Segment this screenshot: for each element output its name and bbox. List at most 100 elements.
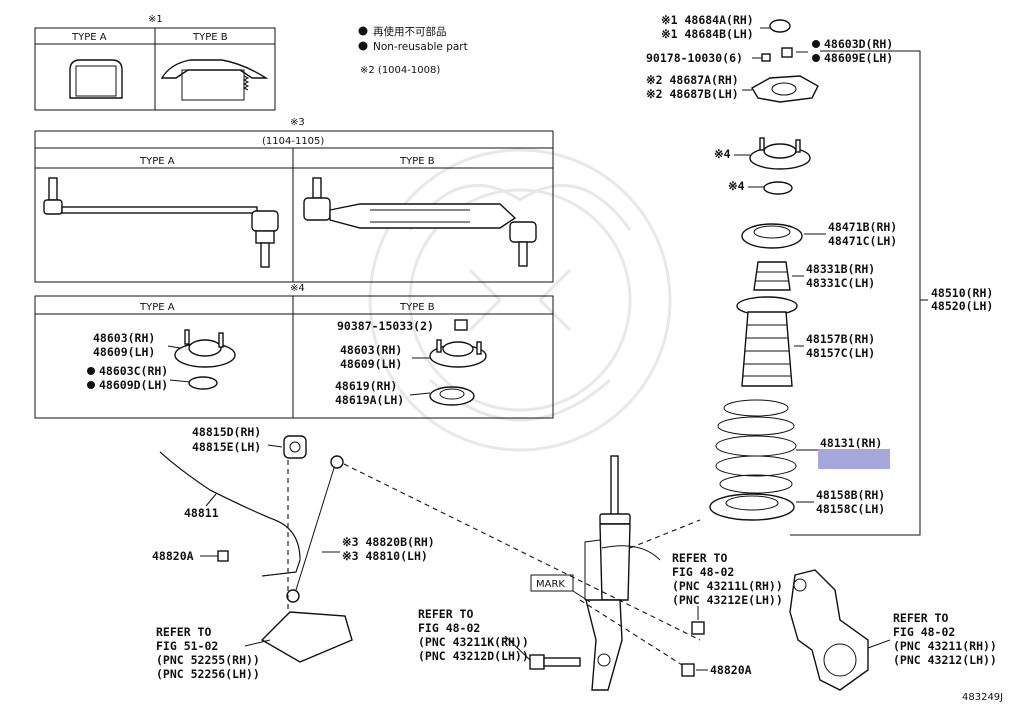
spring-seat-icon [741, 223, 803, 249]
label-bump-lh: 48331C(LH) [806, 276, 875, 290]
nonreusable-dot-icon [812, 54, 820, 62]
label-mount-ref: ※4 [714, 147, 731, 161]
assy-rh: 48510(RH) [931, 286, 993, 300]
r1-line3: (PNC 43211L(RH)) [672, 579, 783, 593]
panel1-type-b: TYPE B [192, 32, 228, 43]
label-spring-rh: 48131(RH) [820, 436, 882, 450]
r4-line1: REFER TO [893, 611, 948, 625]
p4-a-seal-rh: 48603C(RH) [99, 364, 168, 378]
r3-line4: (PNC 52256(LH)) [156, 667, 260, 681]
nonreusable-dot-icon [358, 41, 368, 51]
label-lower-lh: 48158C(LH) [816, 502, 885, 516]
p4-a-mount-rh: 48603(RH) [93, 331, 155, 345]
nonreusable-dot-icon [87, 367, 95, 375]
panel1-type-a: TYPE A [71, 32, 107, 43]
nut-icon [681, 663, 695, 677]
label-nut-rh: 48603D(RH) [824, 37, 893, 51]
nonreusable-dot-icon [358, 26, 368, 36]
r3-line3: (PNC 52255(RH)) [156, 653, 260, 667]
r1-line1: REFER TO [672, 551, 727, 565]
r3-line1: REFER TO [156, 625, 211, 639]
legend: 再使用不可部品 Non-reusable part ※2 (1004-1008) [358, 25, 468, 76]
label-link-lh: ※3 48810(LH) [342, 549, 428, 563]
p4-b-mount-rh: 48603(RH) [340, 343, 402, 357]
p4-b-mount-lh: 48609(LH) [340, 357, 402, 371]
nut-icon [454, 319, 468, 331]
dust-cap-icon [769, 19, 791, 33]
label-bolt: 90178-10030(6) [646, 51, 743, 65]
p4-a-seal-lh: 48609D(LH) [99, 378, 168, 392]
r2-line4: (PNC 43212D(LH)) [418, 649, 529, 663]
coil-spring-icon [715, 399, 797, 494]
stabilizer-bar: 48811 48815D(RH) 48815E(LH) 48820A ※3 48… [152, 425, 435, 663]
legend-en: Non-reusable part [373, 41, 468, 53]
panel3-range: (1104-1105) [262, 136, 324, 147]
mark-label: MARK [536, 579, 565, 590]
r2-line3: (PNC 43211K(RH)) [418, 635, 529, 649]
figure-number: 483249J [962, 692, 1003, 703]
lower-insulator-icon [709, 493, 795, 521]
bracket-plate-icon [260, 611, 353, 663]
bearing-ring-icon [763, 181, 793, 195]
label-seat-lh: 48471C(LH) [828, 234, 897, 248]
bolt-icon [761, 53, 771, 62]
link-type-b-icon [303, 177, 537, 267]
label-lower-rh: 48158B(RH) [816, 488, 885, 502]
panel-note1: ※1 TYPE A TYPE B [34, 14, 276, 111]
label-clamp-nut: 48820A [152, 549, 194, 563]
watermark-emblem [368, 148, 672, 452]
cap-type-a-icon [69, 59, 123, 99]
nonreusable-dot-icon [812, 40, 820, 48]
label-seat-rh: 48471B(RH) [828, 220, 897, 234]
strut-body-icon [599, 523, 631, 601]
bushing-nut-icon [691, 621, 705, 635]
label-nut-bottom: 48820A [710, 663, 752, 677]
reference-r3: REFER TO FIG 51-02 (PNC 52255(RH)) (PNC … [156, 625, 271, 681]
r4-line3: (PNC 43211(RH)) [893, 639, 997, 653]
r1-line2: FIG 48-02 [672, 565, 734, 579]
r4-line4: (PNC 43212(LH)) [893, 653, 997, 667]
legend-jp: 再使用不可部品 [373, 25, 447, 38]
label-boot-rh: 48157B(RH) [806, 332, 875, 346]
label-cap-b: ※1 48684B(LH) [661, 27, 754, 41]
panel4-type-b: TYPE B [399, 302, 435, 313]
p4-b-bearing-lh: 48619A(LH) [335, 393, 404, 407]
bushing-icon [283, 435, 307, 459]
label-bearing-ref: ※4 [728, 179, 745, 193]
dust-boot-icon [736, 296, 798, 387]
label-plate-a: ※2 48687A(RH) [646, 73, 739, 87]
r3-line2: FIG 51-02 [156, 639, 218, 653]
legend-note2: ※2 (1004-1008) [360, 65, 440, 76]
p4-a-mount-lh: 48609(LH) [93, 345, 155, 359]
label-bush-lh: 48815E(LH) [192, 440, 261, 454]
p4-b-bearing-rh: 48619(RH) [335, 379, 397, 393]
seal-ring-icon [188, 376, 218, 390]
bearing-icon [429, 386, 475, 406]
reference-r1: REFER TO FIG 48-02 (PNC 43211L(RH)) (PNC… [672, 551, 783, 607]
link-type-a-icon [43, 177, 279, 268]
panel4-title: ※4 [290, 283, 305, 294]
r2-line1: REFER TO [418, 607, 473, 621]
highlight-box [818, 449, 890, 469]
label-plate-b: ※2 48687B(LH) [646, 87, 739, 101]
label-nut-lh: 48609E(LH) [824, 51, 893, 65]
bolt-icon [529, 654, 581, 670]
panel-note3: ※3 (1104-1105) TYPE A TYPE B [34, 117, 554, 283]
panel4-type-a: TYPE A [139, 302, 175, 313]
label-boot-lh: 48157C(LH) [806, 346, 875, 360]
piston-rod-icon [610, 455, 619, 517]
label-cap-a: ※1 48684A(RH) [661, 13, 754, 27]
upper-mount-icon [749, 137, 811, 170]
steering-knuckle-icon [789, 569, 869, 691]
r4-line2: FIG 48-02 [893, 625, 955, 639]
label-link-rh: ※3 48820B(RH) [342, 535, 435, 549]
nut-icon [217, 550, 229, 562]
strut-stack: 48510(RH) 48520(LH) ※1 48684A(RH) ※1 486… [646, 13, 993, 536]
reference-r2: REFER TO FIG 48-02 (PNC 43211K(RH)) (PNC… [418, 607, 531, 663]
cap-type-b-icon [160, 59, 269, 79]
r2-line2: FIG 48-02 [418, 621, 480, 635]
r1-line4: (PNC 43212E(LH)) [672, 593, 783, 607]
strut-mount-b-icon [429, 339, 487, 368]
nut-icon [781, 47, 793, 58]
